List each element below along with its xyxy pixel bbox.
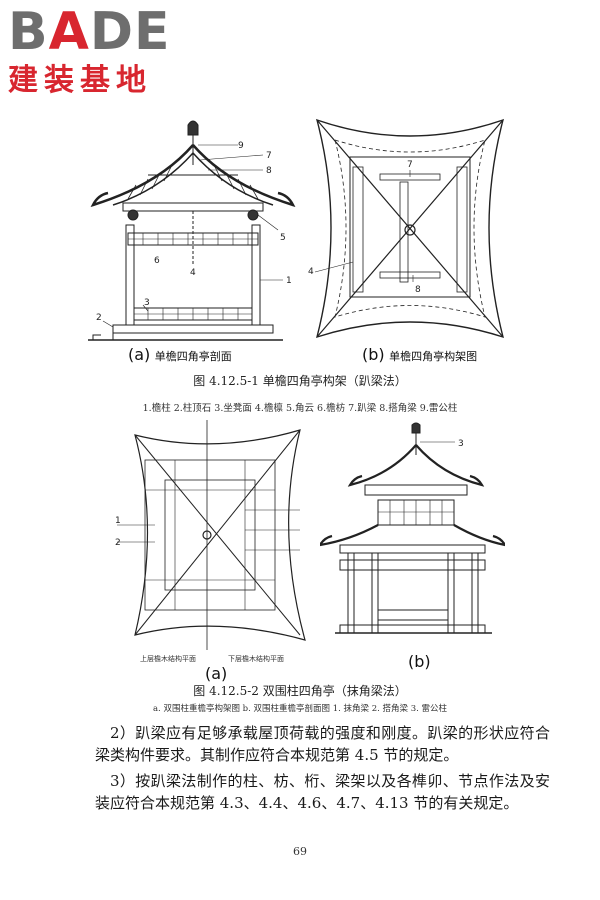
callout-a-2: 2 [96,313,102,323]
callout-b-4: 4 [308,267,314,277]
callout-a-1: 1 [286,276,292,286]
callout-b-7: 7 [407,160,413,170]
brand-logo: BADE 建装基地 [8,6,178,106]
paragraph-3: 3）按趴梁法制作的柱、枋、桁、梁架以及各榫卯、节点作法及安装应符合本规范第 4.… [95,772,550,812]
callout-a-6: 6 [154,256,160,266]
callout-a-5: 5 [280,233,286,243]
callout-b-8: 8 [415,285,421,295]
brand-subtitle: 建装基地 [8,63,152,98]
plan-lower-note: 下层檐木结构平面 [228,655,284,663]
figure-2a-label: (a) [205,664,228,683]
callout-a-3: 3 [144,298,150,308]
callout-2b-3: 3 [458,439,464,449]
figure-2b-label: (b) [408,652,431,671]
figure-1b-label: (b) 单檐四角亭构架图 [362,345,478,364]
figure-1-legend: 1.檐柱 2.柱顶石 3.坐凳面 4.檐檩 5.角云 6.檐枋 7.趴梁 8.搭… [142,403,458,414]
callout-a-4: 4 [190,268,196,278]
brand-wordmark: BADE [8,2,171,62]
callout-2a-2: 2 [115,538,121,548]
figure-2-legend: a. 双围柱重檐亭构架图 b. 双围柱重檐亭剖面图 1. 抹角梁 2. 搭角梁 … [152,704,448,714]
figure-2b-section-drawing: 3 [320,420,505,650]
figure-2-caption: 图 4.12.5-2 双围柱四角亭（抹角梁法） [193,684,407,698]
callout-a-7: 7 [266,151,272,161]
figure-1a-label: (a) 单檐四角亭剖面 [128,345,232,364]
paragraph-2: 2）趴梁应有足够承载屋顶荷载的强度和刚度。趴梁的形状应符合梁类构件要求。其制作应… [95,724,550,764]
callout-2a-1: 1 [115,516,121,526]
callout-a-9: 9 [238,141,244,151]
plan-upper-note: 上层檐木结构平面 [140,655,196,663]
page-number: 69 [293,845,307,858]
figure-1a-section-drawing: 9 7 8 5 6 4 1 3 2 [88,115,303,355]
callout-a-8: 8 [266,166,272,176]
figure-1b-plan-drawing: 7 4 8 [305,112,515,347]
figure-1-caption: 图 4.12.5-1 单檐四角亭构架（趴梁法） [193,374,407,388]
figure-2a-plan-drawing: 1 2 [115,420,320,650]
